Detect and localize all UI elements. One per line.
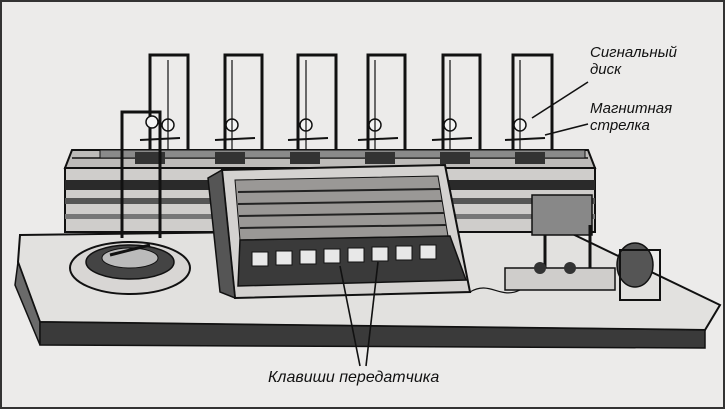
key-7 — [395, 245, 413, 261]
key-4 — [323, 248, 341, 264]
right-relay — [469, 194, 661, 301]
key-8 — [419, 244, 437, 260]
coil-3 — [290, 152, 320, 164]
coil-4 — [365, 152, 395, 164]
leader-magnetic-needle — [544, 123, 589, 136]
leader-key-1 — [339, 265, 361, 367]
coil-5 — [440, 152, 470, 164]
needle-posts — [139, 53, 554, 150]
magnetic-needle-label-line-1: Магнитная — [590, 100, 673, 117]
magnetic-needle-label: Магнитная стрелка — [590, 100, 672, 134]
wire — [469, 287, 521, 294]
key-3 — [299, 249, 317, 265]
leader-lines — [339, 81, 589, 367]
signal-disc-label-line-2: диск — [590, 61, 622, 78]
post-2 — [223, 53, 264, 150]
left-dial-assembly — [69, 110, 191, 295]
magnetic-needle-label-line-2: стрелка — [590, 117, 650, 134]
key-1 — [251, 251, 269, 267]
coil-6 — [515, 152, 545, 164]
key-6 — [371, 246, 389, 262]
signal-disc-label-line-1: Сигнальный — [590, 44, 677, 61]
key-5 — [347, 247, 365, 263]
leader-signal-disc — [531, 81, 589, 119]
post-1 — [148, 53, 190, 150]
transmitter-keys — [251, 244, 437, 267]
coil-1 — [135, 152, 165, 164]
key-2 — [275, 250, 293, 266]
post-6 — [511, 53, 554, 150]
leader-key-2 — [365, 261, 379, 367]
post-5 — [441, 53, 482, 150]
signal-disc-label: Сигнальный диск — [590, 44, 677, 78]
coil-2 — [215, 152, 245, 164]
coil-rail — [99, 149, 586, 164]
post-3 — [296, 53, 338, 150]
keyboard-housing — [207, 163, 472, 300]
transmitter-keys-label: Клавиши передатчика — [268, 369, 440, 386]
post-4 — [366, 53, 407, 150]
